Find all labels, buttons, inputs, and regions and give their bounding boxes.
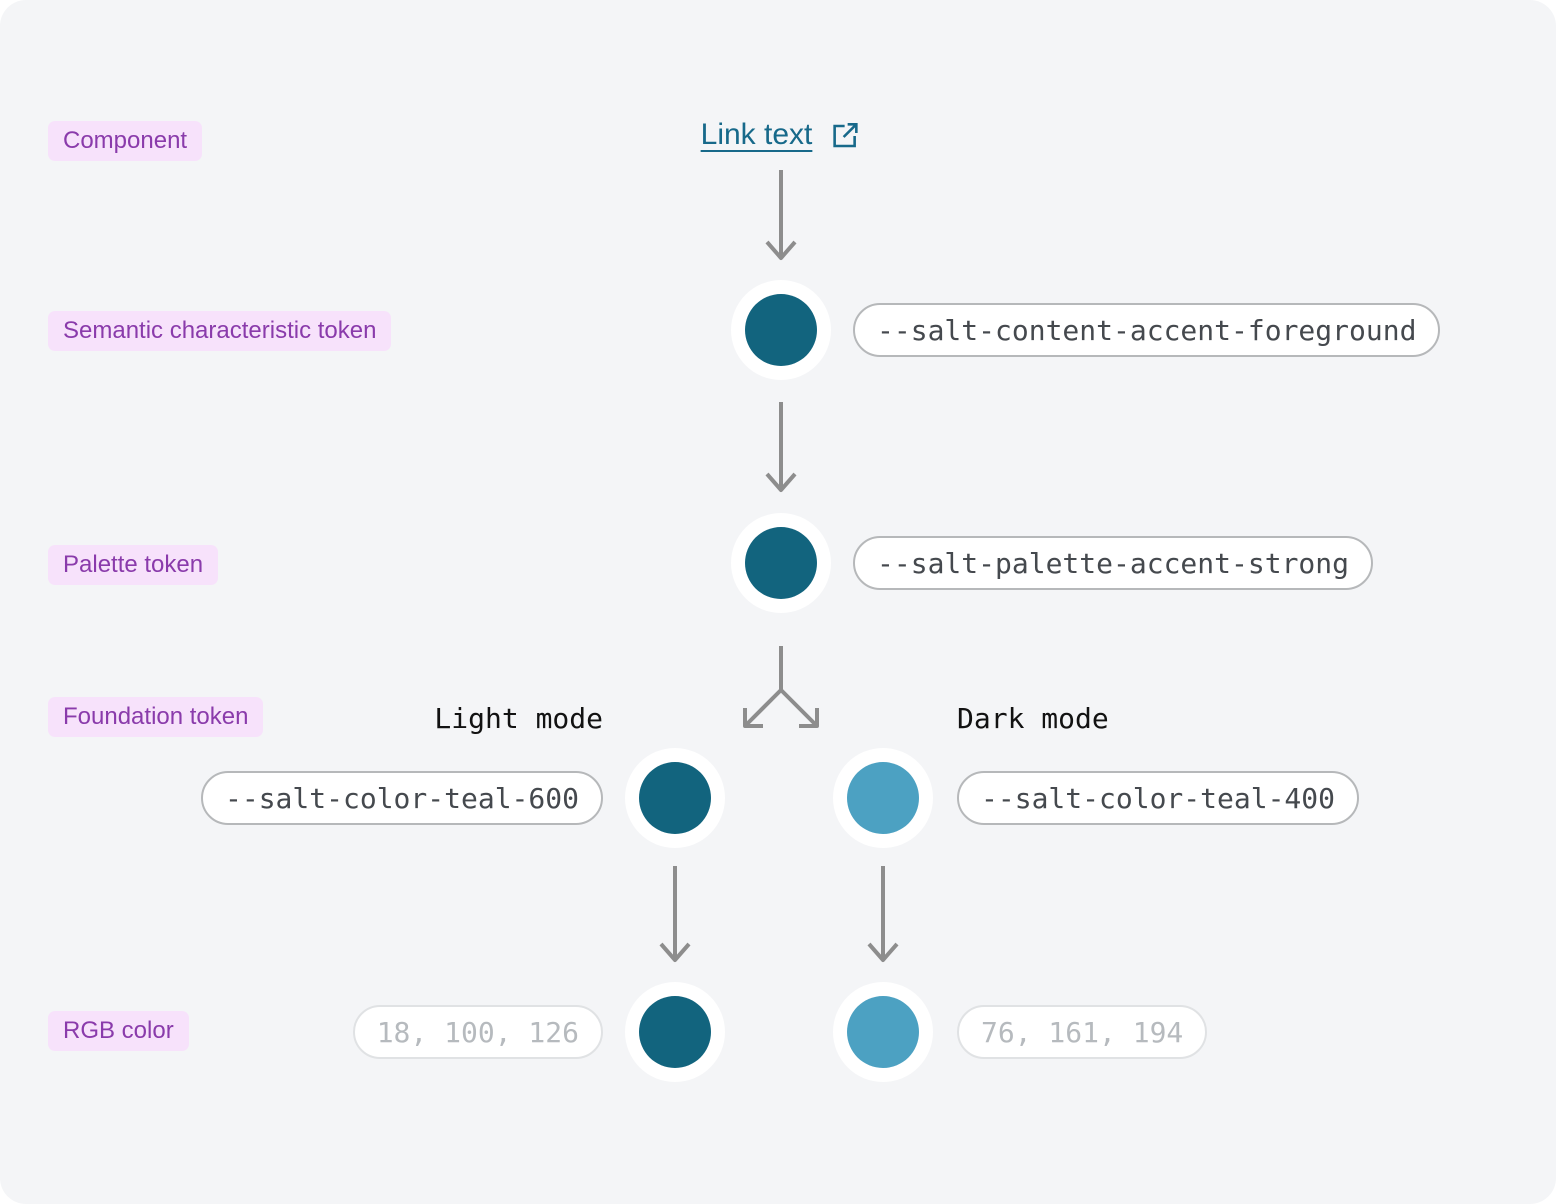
semantic-token-circle [731, 280, 831, 380]
row-label-rgb-color: RGB color [48, 1011, 189, 1051]
foundation-dark-token-pill: --salt-color-teal-400 [957, 771, 1360, 825]
row-label-component: Component [48, 121, 203, 161]
foundation-light-token-pill: --salt-color-teal-600 [200, 771, 603, 825]
arrow-down-2 [765, 402, 797, 492]
component-link[interactable]: Link text [701, 118, 862, 152]
rgb-dark-circle [833, 982, 933, 1082]
semantic-token-pill: --salt-content-accent-foreground [853, 303, 1441, 357]
light-mode-label: Light mode [434, 702, 603, 735]
row-label-foundation-token: Foundation token [48, 697, 264, 737]
rgb-light-circle [625, 982, 725, 1082]
semantic-token-swatch [745, 294, 817, 366]
palette-token-circle [731, 513, 831, 613]
dark-mode-label: Dark mode [957, 702, 1109, 735]
foundation-light-circle [625, 748, 725, 848]
palette-token-swatch [745, 527, 817, 599]
external-link-icon [833, 122, 858, 147]
rgb-light-swatch [639, 996, 711, 1068]
rgb-dark-value-pill: 76, 161, 194 [957, 1005, 1208, 1059]
arrow-branch [743, 646, 819, 728]
row-label-semantic-token: Semantic characteristic token [48, 311, 392, 351]
arrow-down-dark [867, 866, 899, 962]
palette-token-pill: --salt-palette-accent-strong [853, 536, 1374, 590]
rgb-dark-swatch [847, 996, 919, 1068]
foundation-dark-swatch [847, 762, 919, 834]
arrow-down-1 [765, 170, 797, 260]
foundation-dark-circle [833, 748, 933, 848]
row-label-palette-token: Palette token [48, 545, 219, 585]
foundation-light-swatch [639, 762, 711, 834]
rgb-light-value-pill: 18, 100, 126 [352, 1005, 603, 1059]
arrow-down-light [659, 866, 691, 962]
link-text[interactable]: Link text [700, 118, 813, 151]
